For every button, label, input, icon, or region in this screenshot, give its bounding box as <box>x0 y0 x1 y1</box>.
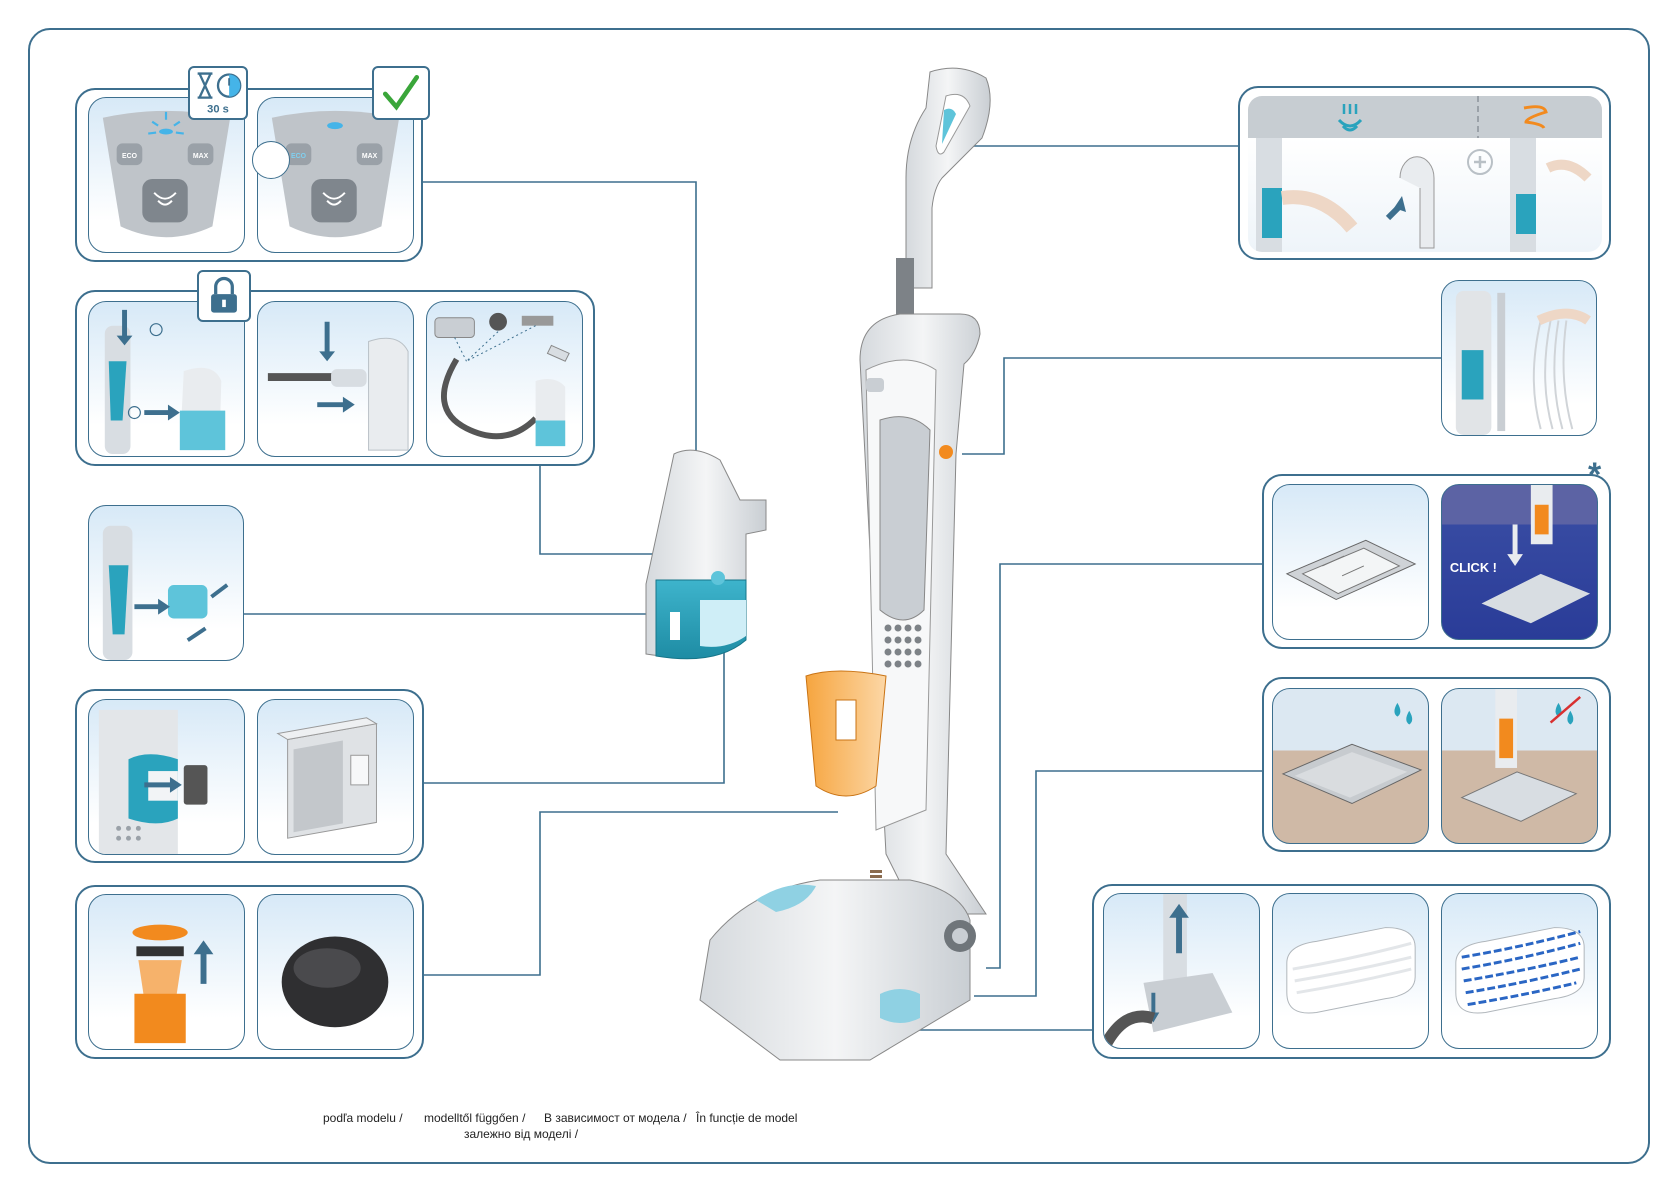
checkmark-icon <box>382 74 420 111</box>
panel-parking-tray <box>1272 688 1429 844</box>
max-label: MAX <box>193 153 209 160</box>
panel-mop-frame <box>1272 484 1429 640</box>
ready-check-badge <box>372 66 430 120</box>
footer-bg: В зависимост от модела / <box>544 1111 687 1125</box>
lock-badge <box>197 270 251 322</box>
panel-blue-pad <box>1441 893 1598 1049</box>
footer-sk: podľa modelu / <box>323 1111 403 1125</box>
eco-label-ready: ECO <box>291 153 307 160</box>
footer-uk: залежно від моделі / <box>464 1127 579 1141</box>
panel-remove-handheld <box>88 301 245 457</box>
panel-release-mop <box>1103 893 1260 1049</box>
click-label: CLICK ! <box>1450 560 1497 575</box>
water-drops-icon <box>1394 702 1413 725</box>
footer-ro: În funcție de model <box>696 1111 798 1125</box>
hourglass-icon <box>197 72 213 99</box>
panel-foam-filter <box>257 894 414 1050</box>
panel-cord-storage <box>1441 280 1597 436</box>
timer-badge: 30 s <box>188 66 248 120</box>
clock-icon <box>216 73 242 98</box>
panel-white-pad <box>1272 893 1429 1049</box>
timer-label: 30 s <box>207 103 229 115</box>
panel-steam-trigger <box>1248 138 1602 252</box>
panel-attach-hose <box>257 301 414 457</box>
panel-click-on-mop: CLICK ! <box>1441 484 1598 640</box>
eco-label: ECO <box>122 153 138 160</box>
panel-accessory-kit <box>426 301 583 457</box>
control-panel-ready: ECO MAX <box>257 97 414 253</box>
no-water-drops-icon <box>1549 695 1582 725</box>
panel-remove-cyclone <box>88 894 245 1050</box>
panel-insert-cassette <box>88 699 245 855</box>
padlock-icon <box>211 276 237 313</box>
outer-frame <box>28 28 1650 1164</box>
panel-park-on-tray <box>1441 688 1598 844</box>
control-panel-blinking: ECO MAX <box>88 97 245 253</box>
steam-trigger-header-bar <box>1248 96 1602 138</box>
plus-icon <box>1467 149 1493 175</box>
steam-icon <box>1337 104 1363 132</box>
footer-hu: modelltől függően / <box>424 1111 526 1125</box>
panel-filter-cassette <box>257 699 414 855</box>
model-asterisk: * <box>1588 456 1602 494</box>
spiral-icon <box>1523 105 1548 129</box>
panel-remove-water-tank <box>88 505 244 661</box>
selector-ring <box>252 141 290 179</box>
max-label-ready: MAX <box>362 153 378 160</box>
